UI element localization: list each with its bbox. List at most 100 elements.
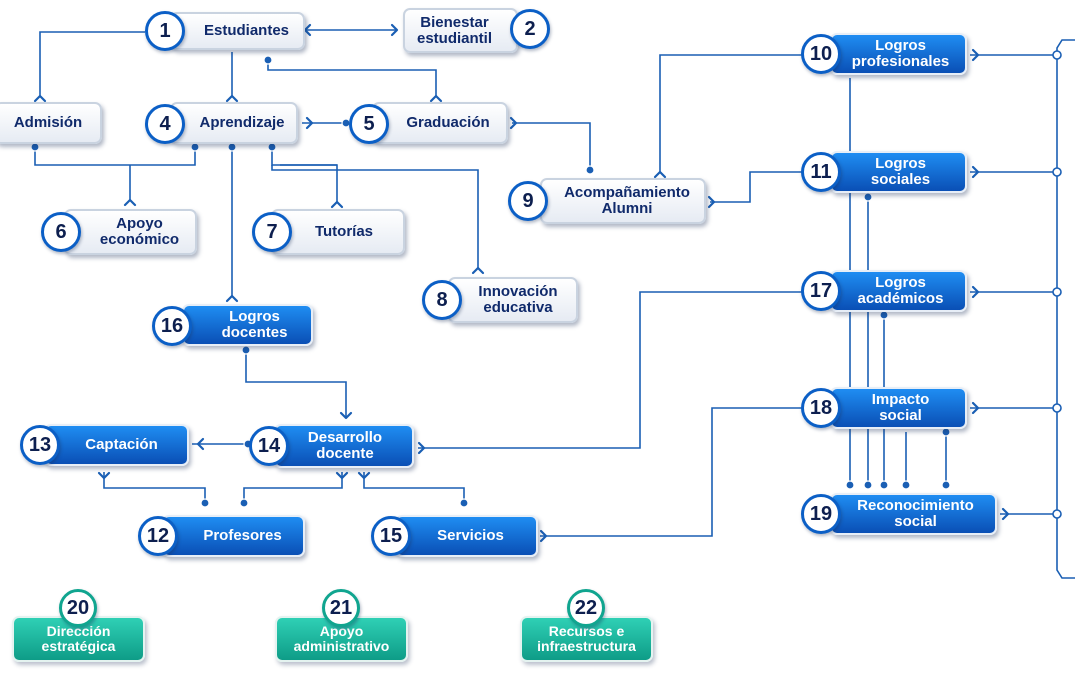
arrow-head-icon xyxy=(123,198,137,207)
node-profesores[interactable]: Profesores xyxy=(162,515,305,557)
arrow-head-icon xyxy=(330,200,344,209)
connector-dot xyxy=(263,55,273,65)
node-graduacion-label: Graduación xyxy=(406,114,490,131)
node-servicios-label: Servicios xyxy=(437,527,504,544)
connector-line-11 xyxy=(512,122,591,170)
connector-dot xyxy=(585,165,595,175)
arrow-head-icon xyxy=(971,165,980,179)
badge-10: 10 xyxy=(801,34,841,74)
arrow-head-icon xyxy=(1001,507,1010,521)
connector-line-19 xyxy=(243,472,343,503)
node-apoyo-administrativo-label: Apoyo administrativo xyxy=(293,623,390,654)
node-aprendizaje-label: Aprendizaje xyxy=(199,114,285,131)
connector-line-12 xyxy=(659,54,806,172)
connector-dot xyxy=(879,310,889,320)
node-direccion-estrategica-label: Dirección estratégica xyxy=(41,623,116,654)
connector-line-8 xyxy=(280,164,338,202)
connector-line-31 xyxy=(1056,39,1075,579)
node-acompanamiento-alumni[interactable]: Acompañamiento Alumni xyxy=(540,178,706,224)
connector-line-2 xyxy=(267,60,437,96)
connector-dot xyxy=(227,142,237,152)
node-innovacion-educativa[interactable]: Innovación educativa xyxy=(448,277,578,323)
node-logros-docentes[interactable]: Logros docentes xyxy=(182,304,313,346)
node-desarrollo-docente[interactable]: Desarrollo docente xyxy=(274,424,414,468)
connector-line-7 xyxy=(271,147,337,166)
arrow-head-icon xyxy=(417,441,426,455)
arrow-head-icon xyxy=(653,170,667,179)
connector-end-dot xyxy=(1052,167,1062,177)
node-bienestar-estudiantil[interactable]: Bienestar estudiantil xyxy=(403,8,518,53)
node-logros-sociales-label: Logros sociales xyxy=(870,155,931,188)
badge-6: 6 xyxy=(41,212,81,252)
arrow-head-icon xyxy=(509,116,518,130)
connector-line-18 xyxy=(103,472,206,503)
badge-14: 14 xyxy=(249,426,289,466)
connector-dot xyxy=(200,498,210,508)
node-logros-profesionales-label: Logros profesionales xyxy=(851,37,950,70)
node-profesores-label: Profesores xyxy=(203,527,282,544)
arrow-head-icon xyxy=(357,471,371,480)
node-tutorias-label: Tutorías xyxy=(314,223,374,240)
node-logros-academicos[interactable]: Logros académicos xyxy=(830,270,967,312)
node-impacto-social-label: Impacto social xyxy=(871,391,930,424)
arrow-head-icon xyxy=(429,94,443,103)
node-graduacion[interactable]: Graduación xyxy=(372,102,508,144)
connector-line-9 xyxy=(271,165,479,268)
badge-12: 12 xyxy=(138,516,178,556)
node-tutorias[interactable]: Tutorías xyxy=(271,209,405,255)
badge-13: 13 xyxy=(20,425,60,465)
badge-22: 22 xyxy=(567,589,605,627)
connector-dot xyxy=(267,142,277,152)
badge-19: 19 xyxy=(801,494,841,534)
connector-line-0 xyxy=(39,31,145,96)
connector-dot xyxy=(941,480,951,490)
connector-dot xyxy=(863,480,873,490)
badge-11: 11 xyxy=(801,152,841,192)
connector-dot xyxy=(879,480,889,490)
node-logros-academicos-label: Logros académicos xyxy=(857,274,944,307)
connector-end-dot xyxy=(1052,509,1062,519)
arrow-head-icon xyxy=(305,116,314,130)
arrow-head-icon xyxy=(303,23,312,37)
badge-2: 2 xyxy=(510,9,550,49)
node-innovacion-educativa-label: Innovación educativa xyxy=(478,283,558,316)
node-aprendizaje[interactable]: Aprendizaje xyxy=(170,102,298,144)
badge-4: 4 xyxy=(145,104,185,144)
node-logros-sociales[interactable]: Logros sociales xyxy=(830,151,967,193)
node-captacion[interactable]: Captación xyxy=(44,424,189,466)
badge-9: 9 xyxy=(508,181,548,221)
node-desarrollo-docente-label: Desarrollo docente xyxy=(307,429,383,462)
node-logros-docentes-label: Logros docentes xyxy=(221,308,288,341)
arrow-head-icon xyxy=(539,529,548,543)
connector-line-20 xyxy=(363,472,465,503)
connector-dot xyxy=(241,345,251,355)
node-bienestar-estudiantil-label: Bienestar estudiantil xyxy=(416,13,492,47)
arrow-head-icon xyxy=(335,471,349,480)
node-impacto-social[interactable]: Impacto social xyxy=(830,387,967,429)
node-reconocimiento-social[interactable]: Reconocimiento social xyxy=(830,493,997,535)
node-apoyo-economico-label: Apoyo económico xyxy=(99,215,180,248)
connector-line-4 xyxy=(34,147,196,166)
node-reconocimiento-social-label: Reconocimiento social xyxy=(857,497,974,530)
arrow-head-icon xyxy=(196,437,205,451)
node-apoyo-economico[interactable]: Apoyo económico xyxy=(64,209,197,255)
connector-dot xyxy=(459,498,469,508)
node-estudiantes-label: Estudiantes xyxy=(203,22,290,39)
node-estudiantes[interactable]: Estudiantes xyxy=(170,12,305,50)
node-recursos-infraestructura-label: Recursos e infraestructura xyxy=(537,623,636,654)
connector-end-dot xyxy=(1052,403,1062,413)
badge-7: 7 xyxy=(252,212,292,252)
arrow-head-icon xyxy=(33,94,47,103)
node-admision[interactable]: Admisión xyxy=(0,102,102,144)
node-logros-profesionales[interactable]: Logros profesionales xyxy=(830,33,967,75)
connector-dot xyxy=(30,142,40,152)
connector-dot xyxy=(941,427,951,437)
node-admision-label: Admisión xyxy=(13,114,83,131)
arrow-head-icon xyxy=(471,266,485,275)
badge-20: 20 xyxy=(59,589,97,627)
badge-21: 21 xyxy=(322,589,360,627)
connector-dot xyxy=(863,192,873,202)
node-recursos-infraestructura[interactable]: Recursos e infraestructura xyxy=(520,616,653,662)
node-servicios[interactable]: Servicios xyxy=(395,515,538,557)
arrow-head-icon xyxy=(339,411,353,420)
